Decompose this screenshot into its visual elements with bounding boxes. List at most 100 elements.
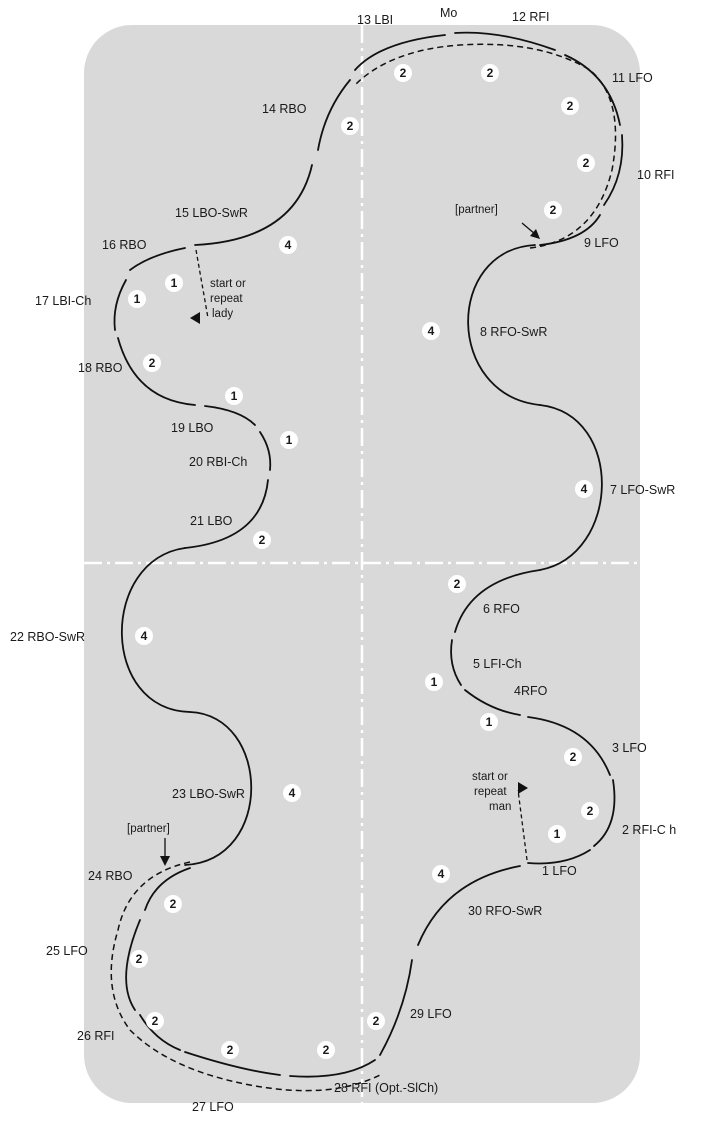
step-label-19: 19 LBO [171,421,214,435]
step-label-5: 5 LFI-Ch [473,657,522,671]
edge-16-rbo [129,247,186,271]
svg-text:2: 2 [487,66,494,80]
edge-24-rbo [144,867,191,911]
beat-marker: 1 [280,431,298,449]
step-label-8: 8 RFO-SwR [480,325,547,339]
beat-marker: 2 [130,950,148,968]
edge-21-lbo [184,479,269,549]
partner-bottom-arrowhead [160,856,170,866]
beat-marker: 4 [283,784,301,802]
beat-marker: 4 [432,865,450,883]
svg-text:2: 2 [170,897,177,911]
edge-12-rfi [454,31,556,51]
svg-text:1: 1 [554,827,561,841]
svg-text:2: 2 [583,156,590,170]
start-man-line [517,789,528,861]
svg-text:2: 2 [587,804,594,818]
svg-text:2: 2 [570,750,577,764]
partner-top-arrowhead [530,229,540,239]
partner-track-bottom [110,861,381,1092]
beat-marker: 2 [221,1041,239,1059]
step-label-3: 3 LFO [612,741,647,755]
partner-note-top: [partner] [455,204,498,216]
beat-marker: 4 [422,322,440,340]
step-label-30: 30 RFO-SwR [468,904,542,918]
edge-1-lfo [527,849,591,865]
start-man-line1: start or [472,771,508,783]
edge-4-rfo [464,689,521,716]
svg-text:2: 2 [567,99,574,113]
edge-17-lbi-ch [113,279,127,331]
step-labels: 1 LFO 2 RFI-C h 3 LFO 4RFO 5 LFI-Ch 6 RF… [10,6,676,1114]
step-label-20: 20 RBI-Ch [189,455,247,469]
beat-marker: 1 [425,673,443,691]
beat-marker: 2 [394,64,412,82]
beat-marker: 2 [367,1012,385,1030]
step-label-7: 7 LFO-SwR [610,483,675,497]
beat-marker: 2 [561,97,579,115]
step-label-2: 2 RFI-C h [622,823,676,837]
step-label-11: 11 LFO [612,71,653,85]
svg-text:2: 2 [227,1043,234,1057]
step-label-9: 9 LFO [584,236,619,250]
beat-marker: 2 [448,575,466,593]
edge-18-rbo [117,337,196,406]
step-label-15: 15 LBO-SwR [175,206,248,220]
start-lady-arrow [190,312,200,324]
svg-text:4: 4 [581,482,588,496]
partner-note-bottom: [partner] [127,823,170,835]
step-label-25: 25 LFO [46,944,88,958]
beat-marker: 2 [577,154,595,172]
edge-27-lfo [184,1051,281,1076]
step-label-14: 14 RBO [262,102,307,116]
edge-15-lbo-swr [194,164,313,246]
edge-26-rfi [139,1014,181,1051]
svg-text:4: 4 [438,867,445,881]
beat-marker: 4 [575,480,593,498]
mohawk-label: Mo [440,6,457,20]
edge-30-rfo-swr [417,865,521,946]
start-man-arrow [518,782,528,794]
beat-marker: 4 [135,627,153,645]
edge-2-rfi-ch [593,779,616,847]
edge-19-lbo [204,405,256,426]
beat-marker: 2 [143,354,161,372]
beat-marker: 1 [128,290,146,308]
svg-text:2: 2 [400,66,407,80]
edge-14-rbo [317,79,351,151]
beat-marker: 2 [164,895,182,913]
edge-13-lbi [354,34,446,71]
svg-text:2: 2 [152,1014,159,1028]
edge-20-rbi-ch [259,431,272,471]
beat-marker: 1 [225,387,243,405]
edge-5-lfi-ch [450,639,462,686]
svg-text:2: 2 [373,1014,380,1028]
edge-7-lfo-swr [539,404,603,571]
svg-text:1: 1 [486,715,493,729]
beat-marker: 1 [548,825,566,843]
beat-marker: 2 [564,748,582,766]
svg-text:1: 1 [286,433,293,447]
svg-text:4: 4 [141,629,148,643]
svg-text:2: 2 [136,952,143,966]
edge-9-lfo [539,214,601,246]
beat-marker: 4 [279,236,297,254]
step-label-23: 23 LBO-SwR [172,787,245,801]
edge-28-rfi [289,1059,376,1078]
start-man-line3: man [489,801,511,813]
step-label-13: 13 LBI [357,13,393,27]
beat-marker: 1 [165,274,183,292]
svg-text:1: 1 [231,389,238,403]
edge-23-lbo-swr [184,711,253,866]
start-man-line2: repeat [474,786,507,798]
edge-22-rbo-swr [121,547,191,713]
beat-marker: 2 [146,1012,164,1030]
step-label-29: 29 LFO [410,1007,452,1021]
edge-6-rfo [454,569,541,633]
edge-29-lfo [379,959,413,1056]
svg-text:2: 2 [550,203,557,217]
step-label-6: 6 RFO [483,602,520,616]
edge-8-rfo-swr [467,244,541,406]
